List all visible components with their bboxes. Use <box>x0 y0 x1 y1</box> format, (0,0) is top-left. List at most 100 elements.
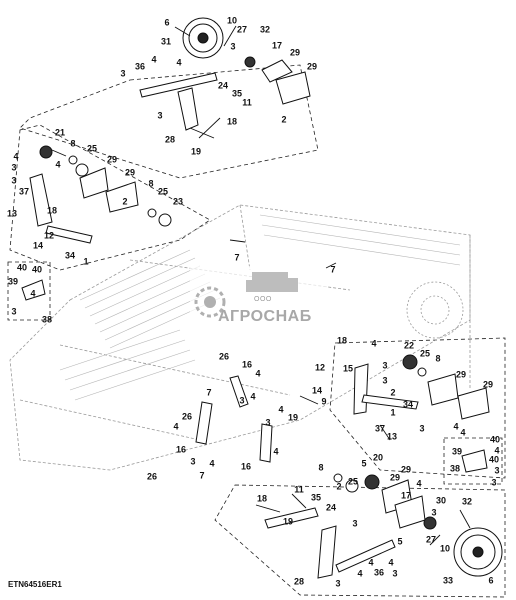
callout-c7b: 7 <box>330 264 336 275</box>
callout-c4r: 4 <box>388 557 394 568</box>
bracket-right <box>461 449 488 473</box>
callout-c12b: 12 <box>314 362 326 373</box>
callout-c6b: 6 <box>488 575 494 586</box>
callout-c38a: 38 <box>41 314 53 325</box>
callout-c40c: 40 <box>489 434 501 445</box>
callout-c13a: 13 <box>6 208 18 219</box>
callout-c17a: 17 <box>271 40 283 51</box>
callout-c29d: 29 <box>124 167 136 178</box>
callout-c24a: 24 <box>217 80 229 91</box>
callout-c35b: 35 <box>310 492 322 503</box>
callout-c7d: 7 <box>199 470 205 481</box>
callout-c29g: 29 <box>400 464 412 475</box>
callout-c3b: 3 <box>120 68 126 79</box>
callout-c3p: 3 <box>352 518 358 529</box>
callout-c27a: 27 <box>236 24 248 35</box>
outline-bracket-left <box>7 261 51 321</box>
callout-c26a: 26 <box>218 351 230 362</box>
callout-c4b: 4 <box>176 57 182 68</box>
watermark: ООО АГРОСНАБ <box>190 266 326 338</box>
callout-c4d: 4 <box>55 159 61 170</box>
link-a <box>229 375 249 408</box>
rocker-top <box>177 87 199 131</box>
callout-c2a: 2 <box>281 114 287 125</box>
callout-c4c: 4 <box>13 151 19 162</box>
callout-c33a: 33 <box>442 575 454 586</box>
callout-c8d: 8 <box>318 462 324 473</box>
callout-c26b: 26 <box>181 411 193 422</box>
callout-c28b: 28 <box>293 576 305 587</box>
callout-c25c: 25 <box>419 348 431 359</box>
callout-c4l: 4 <box>460 427 466 438</box>
pulley-top <box>182 17 224 59</box>
fan-housing <box>406 281 464 339</box>
callout-c3n: 3 <box>491 477 497 488</box>
plate-top-b <box>275 71 311 105</box>
callout-c3r: 3 <box>335 578 341 589</box>
plate-left-a <box>79 167 109 199</box>
callout-c32a: 32 <box>259 24 271 35</box>
leader-lines <box>51 25 471 546</box>
plate-left-b <box>105 181 139 213</box>
callout-c3k: 3 <box>419 423 425 434</box>
callout-c8a: 8 <box>70 138 76 149</box>
callout-c4f: 4 <box>371 338 377 349</box>
callout-c19b: 19 <box>287 412 299 423</box>
callout-c34a: 34 <box>64 250 76 261</box>
callout-c2b: 2 <box>122 196 128 207</box>
callout-c4k: 4 <box>453 421 459 432</box>
outline-right-group <box>329 337 506 479</box>
callout-c36a: 36 <box>134 61 146 72</box>
callout-c19a: 19 <box>190 146 202 157</box>
callout-c3a: 3 <box>230 41 236 52</box>
outline-bracket-right <box>443 437 503 485</box>
callout-c40b: 40 <box>31 264 43 275</box>
callout-c25d: 25 <box>347 476 359 487</box>
outline-bottom-group <box>214 484 506 598</box>
callout-c2c: 2 <box>390 387 396 398</box>
link-c <box>259 423 273 463</box>
rocker-left <box>29 173 53 227</box>
callout-c6a: 6 <box>164 17 170 28</box>
brackets <box>21 279 488 473</box>
callout-c4j: 4 <box>278 404 284 415</box>
arm-left <box>45 225 93 244</box>
callout-c18c: 18 <box>336 335 348 346</box>
bearings <box>39 56 437 530</box>
callout-c23a: 23 <box>172 196 184 207</box>
callout-c37a: 37 <box>18 186 30 197</box>
bracket-left <box>21 279 46 301</box>
callout-c16b: 16 <box>175 444 187 455</box>
callout-c2d: 2 <box>336 481 342 492</box>
callout-c22a: 22 <box>403 340 415 351</box>
callout-c11a: 11 <box>242 97 252 108</box>
callout-c29f: 29 <box>482 379 494 390</box>
callout-c7c: 7 <box>206 387 212 398</box>
callout-c16a: 16 <box>241 359 253 370</box>
callout-c18d: 18 <box>256 493 268 504</box>
callout-c25b: 25 <box>157 186 169 197</box>
outline-left-group <box>9 124 211 271</box>
callout-c10a: 10 <box>226 15 238 26</box>
callout-c39a: 39 <box>7 276 19 287</box>
arm-right <box>361 394 419 410</box>
callout-c21a: 21 <box>54 127 66 138</box>
watermark-company-form: ООО <box>254 296 272 303</box>
callout-c14a: 14 <box>32 240 44 251</box>
callout-c4q: 4 <box>368 557 374 568</box>
callout-c8c: 8 <box>435 353 441 364</box>
watermark-logo <box>194 272 298 318</box>
callout-c3f: 3 <box>11 306 17 317</box>
callout-c38b: 38 <box>449 463 461 474</box>
callout-c16c: 16 <box>240 461 252 472</box>
callout-c4i: 4 <box>173 421 179 432</box>
callout-c11b: 11 <box>294 484 304 495</box>
outline-top-group <box>19 64 319 179</box>
callout-c40a: 40 <box>16 262 28 273</box>
callout-c3o: 3 <box>431 507 437 518</box>
callout-c3m: 3 <box>494 465 500 476</box>
plate-right-b <box>457 387 490 420</box>
linkage-arms <box>29 72 419 579</box>
